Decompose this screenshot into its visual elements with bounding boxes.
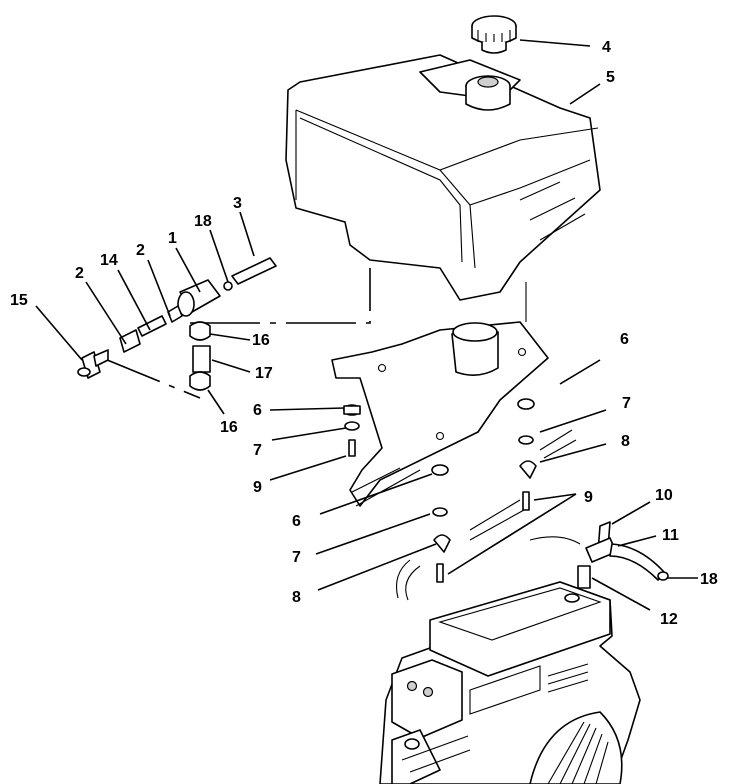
guide-lines: [94, 268, 527, 399]
callout-8-center: 8: [292, 589, 301, 606]
tank-mounting-plate: [331, 321, 549, 507]
engine-assembly: [379, 581, 641, 784]
callout-10: 10: [655, 487, 673, 504]
callout-17: 17: [255, 365, 273, 382]
callout-2-lower: 2: [75, 265, 84, 282]
callout-16-lower: 16: [220, 419, 238, 436]
callout-7-left: 7: [253, 442, 262, 459]
callout-6-center: 6: [292, 513, 301, 530]
callout-7-right: 7: [622, 395, 631, 412]
callout-8-right: 8: [621, 433, 630, 450]
callout-9-left: 9: [253, 479, 262, 496]
fuel-shutoff-parts: [395, 521, 669, 603]
callout-1: 1: [168, 230, 177, 247]
callout-4: 4: [602, 39, 611, 56]
fuel-tank: [285, 54, 601, 301]
callout-2-upper: 2: [136, 242, 145, 259]
callout-3: 3: [233, 195, 242, 212]
flywheel-screen: [529, 711, 623, 784]
mounting-hardware: [343, 398, 577, 583]
callout-18-right: 18: [700, 571, 718, 588]
fuel-cap: [471, 15, 517, 54]
engine-shroud-top: [429, 581, 611, 677]
control-panel: [391, 659, 463, 739]
hose-14: [137, 315, 167, 337]
leader-lines: [35, 39, 698, 611]
callout-18-top: 18: [194, 213, 212, 230]
callout-9-right: 9: [584, 489, 593, 506]
callout-12: 12: [660, 611, 678, 628]
callout-14: 14: [100, 252, 118, 269]
clamp-16a: [189, 321, 211, 341]
callout-6-right: 6: [620, 331, 629, 348]
callout-15: 15: [10, 292, 28, 309]
callout-11: 11: [662, 527, 679, 544]
fuel-line-11: [609, 543, 665, 581]
callout-5: 5: [606, 69, 615, 86]
callout-labels: 4 5 18 3 2 1 14 2 15 16 17 16 6 7 9 6 7 …: [10, 39, 718, 628]
clamp-16b: [189, 371, 211, 391]
hose-17: [192, 345, 211, 373]
callout-16-upper: 16: [252, 332, 270, 349]
fuel-hose-3: [231, 257, 277, 285]
callout-6-left: 6: [253, 402, 262, 419]
callout-7-center: 7: [292, 549, 301, 566]
fuel-line-parts: [77, 257, 277, 391]
